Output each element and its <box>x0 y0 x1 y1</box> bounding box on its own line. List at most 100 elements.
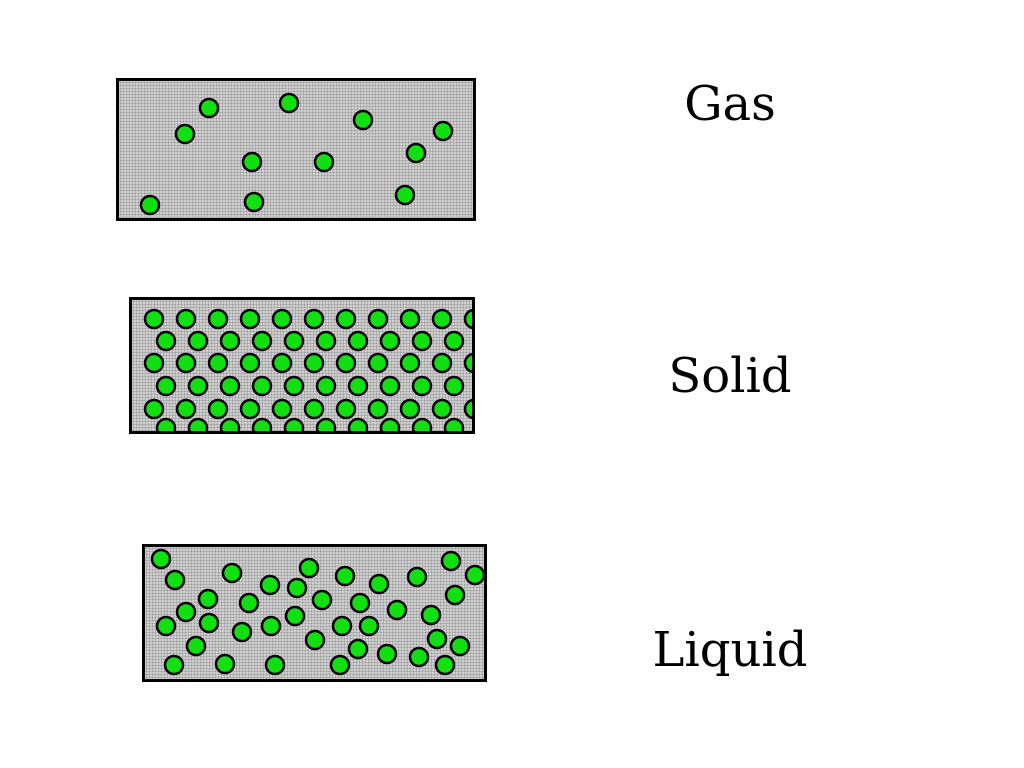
solid-particle <box>443 330 465 352</box>
liquid-particle <box>259 574 281 596</box>
liquid-particle <box>197 588 219 610</box>
liquid-particle <box>440 550 462 572</box>
liquid-particle <box>347 638 369 660</box>
liquid-particle <box>386 599 408 621</box>
solid-particle <box>283 330 305 352</box>
solid-particle <box>443 375 465 397</box>
solid-particle <box>315 330 337 352</box>
solid-particle <box>175 352 197 374</box>
liquid-particle <box>298 557 320 579</box>
solid-particle <box>463 308 472 330</box>
liquid-particle <box>376 643 398 665</box>
gas-label: Gas <box>684 76 776 132</box>
solid-particle <box>431 398 453 420</box>
solid-particle <box>219 417 241 431</box>
liquid-particle <box>331 615 353 637</box>
solid-particle <box>411 375 433 397</box>
gas-particles <box>139 92 454 216</box>
solid-particle <box>143 352 165 374</box>
gas-particle <box>241 151 263 173</box>
solid-particle <box>187 417 209 431</box>
liquid-particle <box>449 635 471 657</box>
solid-particle <box>335 398 357 420</box>
solid-particle <box>315 375 337 397</box>
liquid-particle-box <box>142 544 487 682</box>
solid-particles <box>143 308 472 431</box>
solid-particle <box>367 352 389 374</box>
solid-particle <box>251 417 273 431</box>
solid-particle <box>155 330 177 352</box>
solid-particle <box>431 308 453 330</box>
gas-particle-box <box>116 78 476 221</box>
liquid-particle <box>163 654 185 676</box>
solid-particle <box>411 330 433 352</box>
gas-particle <box>139 194 161 216</box>
gas-particle <box>394 184 416 206</box>
liquid-particle <box>406 566 428 588</box>
liquid-particle <box>238 592 260 614</box>
solid-particle <box>303 398 325 420</box>
solid-particle <box>239 398 261 420</box>
gas-particle <box>243 191 265 213</box>
liquid-particle <box>329 654 351 676</box>
solid-particle <box>143 398 165 420</box>
solid-particle <box>283 417 305 431</box>
solid-particle <box>155 417 177 431</box>
liquid-particle <box>164 569 186 591</box>
liquid-particle <box>221 562 243 584</box>
solid-particle <box>399 398 421 420</box>
solid-particle <box>303 308 325 330</box>
solid-particle <box>463 398 472 420</box>
solid-particle <box>379 417 401 431</box>
solid-particle <box>155 375 177 397</box>
liquid-particles <box>150 548 484 676</box>
solid-particle <box>207 398 229 420</box>
liquid-particle <box>408 646 430 668</box>
solid-particle <box>431 352 453 374</box>
solid-particle <box>187 330 209 352</box>
liquid-particle <box>426 628 448 650</box>
solid-particle <box>271 308 293 330</box>
solid-particle <box>251 330 273 352</box>
liquid-particle <box>334 565 356 587</box>
solid-particle <box>347 375 369 397</box>
solid-particle <box>271 398 293 420</box>
solid-particle <box>207 352 229 374</box>
solid-particle <box>367 398 389 420</box>
liquid-particle <box>231 621 253 643</box>
liquid-particle <box>311 589 333 611</box>
solid-particle <box>239 308 261 330</box>
solid-particle <box>411 417 433 431</box>
solid-particle <box>463 352 472 374</box>
solid-particle <box>239 352 261 374</box>
solid-particle <box>399 308 421 330</box>
solid-particle-box <box>129 297 475 434</box>
liquid-particle <box>260 615 282 637</box>
solid-particle <box>303 352 325 374</box>
liquid-particle <box>284 605 306 627</box>
solid-particle <box>175 308 197 330</box>
liquid-particle <box>304 629 326 651</box>
liquid-particle <box>214 653 236 675</box>
liquid-particle <box>155 615 177 637</box>
solid-particle <box>271 352 293 374</box>
solid-particle <box>399 352 421 374</box>
solid-particle <box>251 375 273 397</box>
liquid-particle <box>368 573 390 595</box>
liquid-particle <box>264 654 286 676</box>
liquid-particle <box>185 635 207 657</box>
solid-particle <box>367 308 389 330</box>
liquid-particle <box>420 604 442 626</box>
solid-particle <box>283 375 305 397</box>
solid-particle <box>335 352 357 374</box>
solid-particle <box>315 417 337 431</box>
solid-particle <box>219 330 241 352</box>
solid-label: Solid <box>668 348 792 404</box>
solid-particle <box>379 375 401 397</box>
solid-particle <box>335 308 357 330</box>
gas-particle <box>174 123 196 145</box>
solid-particle <box>347 330 369 352</box>
gas-particle <box>405 142 427 164</box>
liquid-particle <box>150 548 172 570</box>
liquid-particle <box>358 615 380 637</box>
